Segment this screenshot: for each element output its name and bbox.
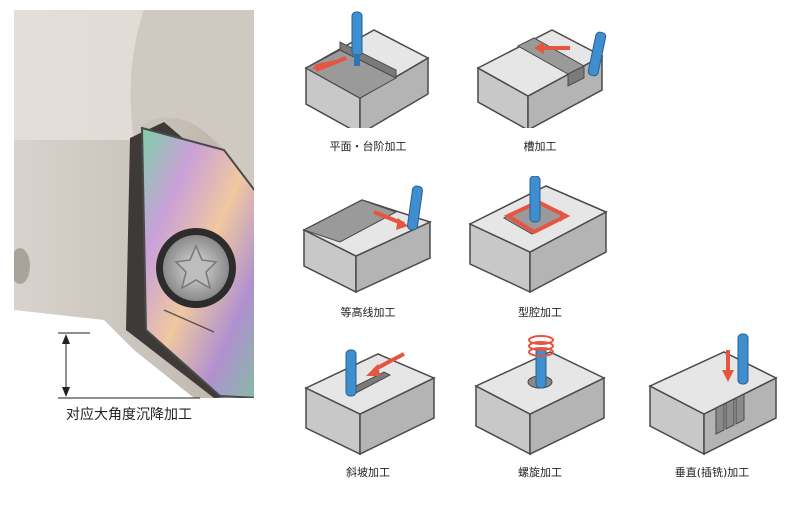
insert-photo xyxy=(14,10,254,398)
operation-helical xyxy=(474,330,624,456)
operation-face-shoulder xyxy=(300,8,450,128)
operation-pocketing xyxy=(468,176,618,296)
operation-ramping xyxy=(304,348,454,468)
label-pocketing: 型腔加工 xyxy=(518,306,562,319)
operation-slotting xyxy=(476,8,626,128)
operation-contour xyxy=(300,182,450,302)
label-slotting: 槽加工 xyxy=(523,140,557,153)
operation-plunging xyxy=(648,330,798,456)
label-ramping: 斜坡加工 xyxy=(346,466,390,479)
label-contour: 等高线加工 xyxy=(340,306,396,319)
photo-caption: 对应大角度沉降加工 xyxy=(66,407,192,423)
label-plunging: 垂直(插铣)加工 xyxy=(674,466,750,479)
label-helical: 螺旋加工 xyxy=(518,466,562,479)
label-face-shoulder: 平面・台阶加工 xyxy=(329,140,407,153)
